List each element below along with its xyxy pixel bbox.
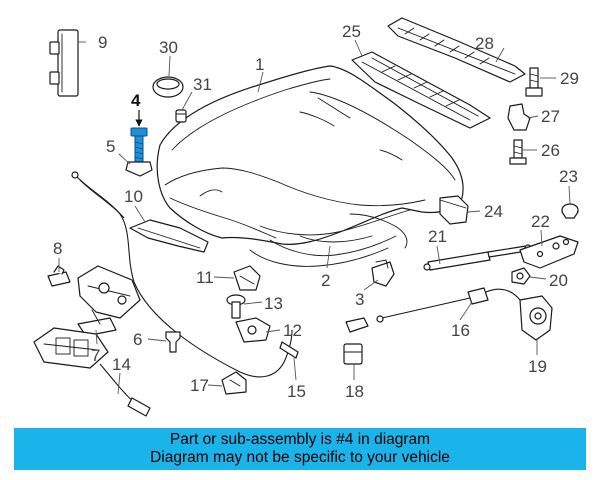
banner-line-part-number: Part or sub-assembly is #4 in diagram bbox=[169, 431, 431, 448]
callout-15: 15 bbox=[287, 382, 306, 401]
callout-28: 28 bbox=[475, 34, 494, 53]
leader-lines bbox=[58, 39, 571, 395]
callout-24: 24 bbox=[484, 202, 503, 221]
info-banner: Part or sub-assembly is #4 in diagram Di… bbox=[14, 428, 586, 470]
callout-29: 29 bbox=[560, 69, 579, 88]
release-module-part bbox=[33, 327, 151, 417]
banner-line-disclaimer: Diagram may not be specific to your vehi… bbox=[150, 449, 450, 466]
callout-27: 27 bbox=[541, 107, 560, 126]
callout-25: 25 bbox=[342, 22, 361, 41]
callout-18: 18 bbox=[345, 382, 364, 401]
bolt-part-23 bbox=[561, 203, 579, 219]
exploded-parts-diagram: 1 2 3 4 5 6 7 8 9 10 11 12 13 14 15 16 1… bbox=[33, 17, 579, 417]
callout-20: 20 bbox=[549, 271, 568, 290]
callout-14: 14 bbox=[112, 355, 131, 374]
nut-part-20 bbox=[511, 267, 531, 285]
hood-seal-part bbox=[129, 219, 209, 253]
callout-labels: 1 2 3 4 5 6 7 8 9 10 11 12 13 14 15 16 1… bbox=[53, 22, 579, 401]
bracket-part-11 bbox=[233, 265, 261, 291]
bolt-part-4-highlighted bbox=[130, 127, 148, 163]
bracket-part-12 bbox=[235, 317, 271, 343]
callout-21: 21 bbox=[428, 227, 447, 246]
bolt-part-26 bbox=[509, 139, 527, 165]
callout-30: 30 bbox=[159, 38, 178, 57]
latch-assembly-part-19 bbox=[519, 295, 553, 341]
release-cable-part bbox=[71, 171, 299, 378]
callout-16: 16 bbox=[451, 321, 470, 340]
bumper-stop-part bbox=[49, 29, 79, 97]
callout-19: 19 bbox=[528, 357, 547, 376]
callout-13: 13 bbox=[264, 294, 283, 313]
hood-latch-part bbox=[77, 265, 141, 337]
hood-hinge-part bbox=[519, 235, 579, 269]
secondary-cable-part bbox=[376, 287, 521, 323]
callout-1: 1 bbox=[255, 55, 264, 74]
callout-6: 6 bbox=[133, 330, 142, 349]
clip-18-part bbox=[343, 343, 363, 365]
callout-2: 2 bbox=[321, 271, 330, 290]
callout-8: 8 bbox=[53, 239, 62, 258]
callout-5: 5 bbox=[106, 137, 115, 156]
callout-7: 7 bbox=[91, 346, 100, 365]
clip-31-part bbox=[175, 109, 187, 123]
callout-4-highlighted: 4 bbox=[131, 91, 141, 110]
clip-27-part bbox=[507, 103, 531, 131]
clip-8-part bbox=[47, 265, 71, 287]
cowl-grille-part bbox=[351, 51, 491, 129]
stop-block-part-24 bbox=[439, 195, 469, 225]
callout-26: 26 bbox=[541, 141, 560, 160]
gas-strut-part bbox=[423, 244, 532, 271]
clip-17-part bbox=[221, 371, 247, 395]
bolt-part-13 bbox=[226, 294, 246, 319]
nut-part-5 bbox=[125, 161, 153, 177]
cable-end-part bbox=[345, 317, 369, 333]
bolt-part-29 bbox=[525, 67, 543, 97]
insulation-pad-part bbox=[299, 235, 373, 243]
callout-11: 11 bbox=[196, 268, 214, 287]
callout-17: 17 bbox=[190, 376, 209, 395]
callout-3: 3 bbox=[355, 290, 364, 309]
callout-10: 10 bbox=[124, 187, 143, 206]
callout-22: 22 bbox=[531, 212, 550, 231]
callout-12: 12 bbox=[283, 321, 302, 340]
pin-part-6 bbox=[165, 331, 181, 353]
callout-31: 31 bbox=[193, 75, 212, 94]
callout-9: 9 bbox=[98, 33, 107, 52]
windshield-trim-part bbox=[387, 17, 526, 83]
grommet-part bbox=[152, 76, 184, 98]
callout-23: 23 bbox=[559, 167, 578, 186]
